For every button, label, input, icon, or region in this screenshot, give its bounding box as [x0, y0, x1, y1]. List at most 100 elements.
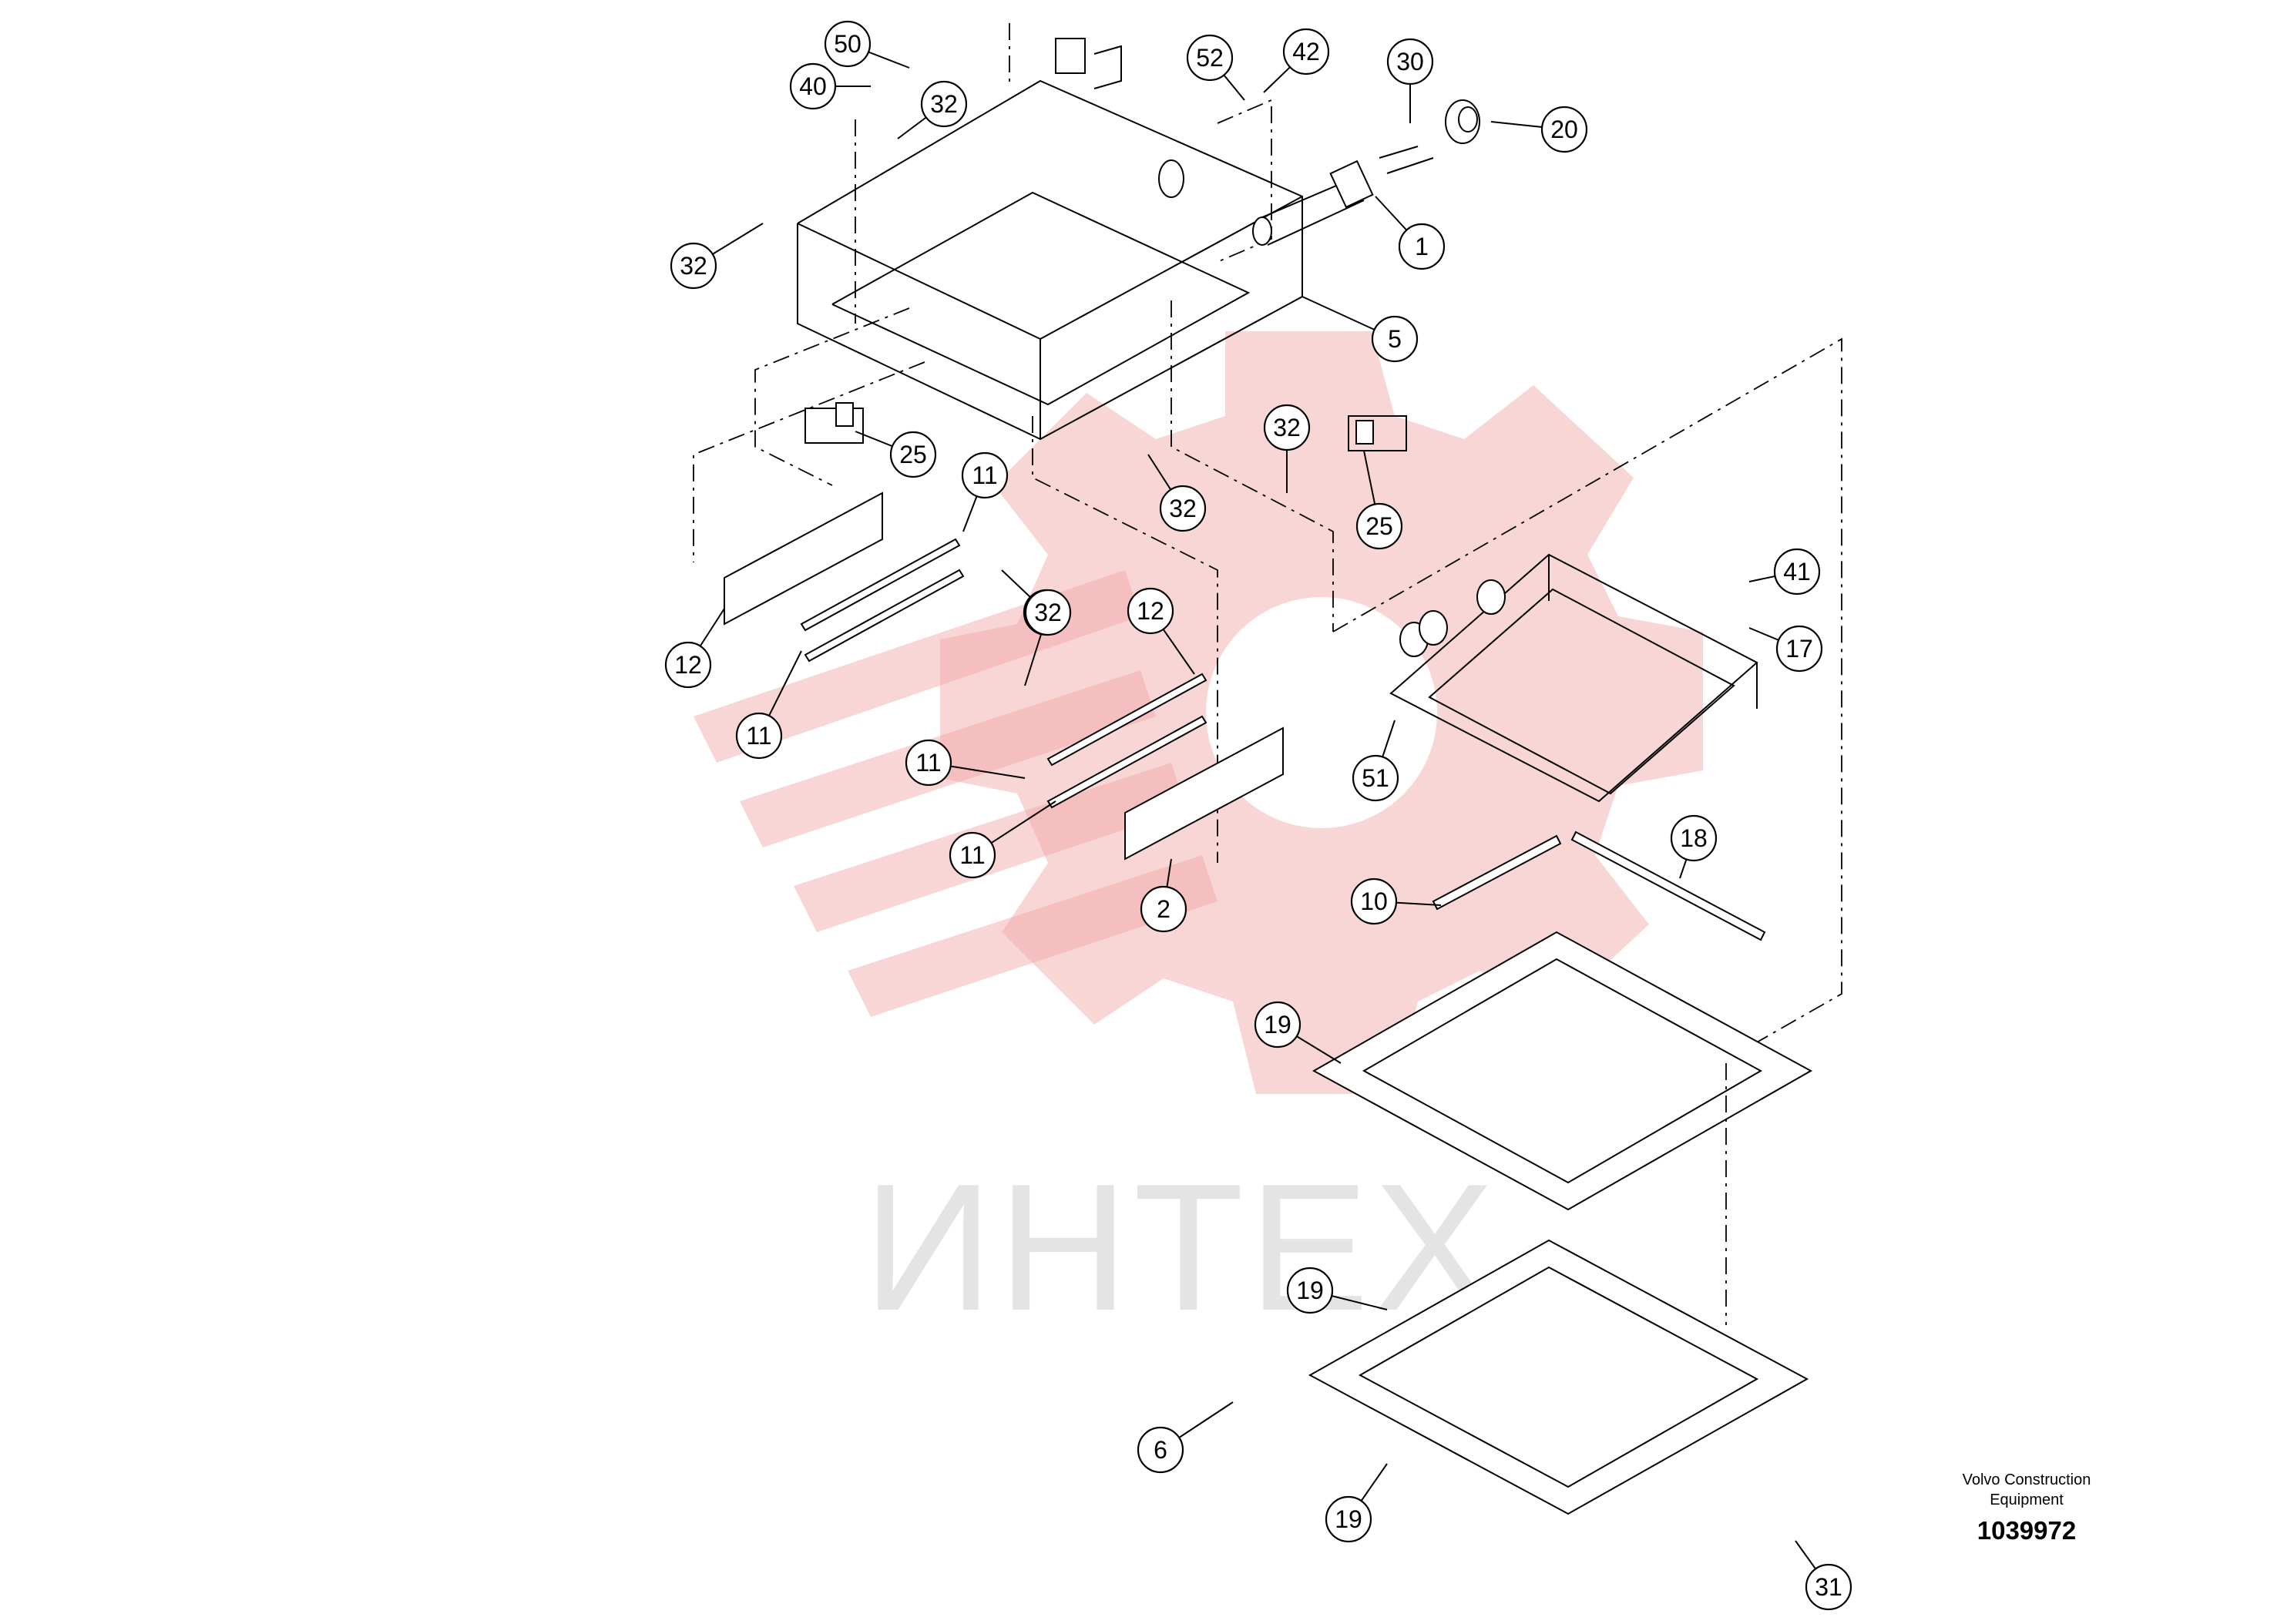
callout-25: 25: [855, 431, 937, 478]
connector-part-1: [1252, 146, 1434, 246]
callout-circle: [1352, 754, 1399, 802]
callout-circle: [1254, 1001, 1302, 1049]
bracket-guide-line: [1332, 337, 1842, 1056]
callout-circle: [1670, 814, 1718, 862]
callout-18: 18: [1670, 814, 1718, 879]
callout-11: 11: [905, 739, 1026, 787]
callout-number: 19: [1335, 1505, 1362, 1533]
callout-20: 20: [1490, 106, 1588, 153]
callout-31: 31: [1795, 1540, 1852, 1611]
callout-19: 19: [1325, 1463, 1388, 1543]
callout-number: 42: [1292, 38, 1320, 65]
plate-part-12-right: [1124, 726, 1284, 861]
callout-circle: [1398, 223, 1446, 270]
strip-part-11: [800, 538, 1207, 809]
callout-40: 40: [789, 62, 871, 110]
rail-part-17: [1570, 830, 1766, 941]
brand-label: Volvo Construction Equipment: [1934, 1470, 2119, 1510]
callout-circle: [670, 242, 717, 290]
callout-1: 1: [1375, 196, 1446, 270]
callout-11: 11: [735, 650, 802, 760]
callout-number: 19: [1264, 1011, 1291, 1038]
callout-circle: [1775, 625, 1823, 673]
callout-circle: [920, 80, 968, 128]
callout-32: 32: [1024, 589, 1072, 686]
callout-number: 11: [746, 722, 771, 750]
callout-number: 51: [1362, 764, 1389, 792]
brand-line-1: Volvo Construction: [1962, 1471, 2091, 1488]
callout-42: 42: [1263, 28, 1330, 93]
callout-number: 25: [1365, 512, 1393, 540]
callout-number: 18: [1680, 824, 1708, 852]
callout-circle: [1186, 34, 1234, 82]
callout-circle: [961, 451, 1009, 499]
callout-32: 32: [1263, 404, 1311, 493]
callout-5: 5: [1302, 296, 1419, 363]
watermark-text: ИНТЕХ: [863, 1146, 1500, 1348]
callout-11: 11: [949, 800, 1056, 879]
callout-circle: [905, 739, 952, 787]
callout-circle: [1371, 315, 1419, 363]
callout-number: 1: [1415, 233, 1429, 260]
callout-number: 11: [972, 461, 997, 489]
callout-number: 12: [674, 651, 702, 679]
callout-circle: [1286, 1267, 1334, 1314]
cover-part-6: [1308, 1239, 1809, 1515]
callout-number: 52: [1196, 44, 1224, 72]
callout-number: 32: [680, 252, 707, 280]
callout-6: 6: [1137, 1401, 1234, 1474]
callout-layer: 5040325242302013252532253211321211321112…: [664, 20, 1852, 1611]
callout-number: 50: [834, 30, 862, 58]
callout-51: 51: [1352, 720, 1399, 802]
gasket-part-10: [1312, 931, 1813, 1211]
callout-41: 41: [1748, 548, 1821, 596]
callout-number: 6: [1154, 1436, 1167, 1464]
bracket-part-2: [1389, 553, 1758, 803]
callout-circle: [1140, 885, 1187, 933]
callout-32: 32: [897, 80, 968, 139]
callout-circle: [1159, 485, 1207, 532]
callout-number: 41: [1783, 558, 1811, 586]
callout-number: 32: [1273, 414, 1301, 441]
callout-number: 30: [1396, 48, 1424, 75]
rail-part-18: [1432, 834, 1562, 911]
callout-number: 5: [1388, 325, 1402, 353]
callout-52: 52: [1186, 34, 1245, 101]
plate-part-12-left: [724, 492, 883, 626]
callout-10: 10: [1350, 877, 1442, 925]
callout-number: 25: [899, 441, 927, 468]
callout-circle: [1282, 28, 1330, 75]
callout-circle: [1137, 1426, 1184, 1474]
brand-line-2: Equipment: [1990, 1491, 2064, 1508]
callout-number: 12: [1137, 597, 1164, 625]
callout-number: 19: [1296, 1277, 1324, 1304]
callout-17: 17: [1748, 625, 1823, 673]
callout-12: 12: [664, 608, 725, 689]
cap-part-20: [1445, 99, 1480, 144]
callout-number: 32: [1169, 495, 1197, 522]
callout-30: 30: [1386, 38, 1434, 123]
callout-circle: [735, 712, 783, 760]
clip-part-25-left: [804, 402, 864, 444]
document-number: 1039972: [1977, 1516, 2077, 1545]
callout-number: 10: [1360, 887, 1388, 915]
callout-circle: [1773, 548, 1821, 596]
callout-number: 17: [1785, 635, 1813, 663]
callout-number: 20: [1550, 116, 1578, 143]
callout-circle: [1263, 404, 1311, 451]
callout-circle: [1127, 587, 1174, 635]
callout-number: 2: [1157, 895, 1171, 923]
callout-number: 11: [915, 749, 941, 777]
callout-32: 32: [670, 223, 764, 290]
callout-12: 12: [1127, 587, 1195, 675]
callout-circle: [664, 641, 712, 689]
clip-part-25-right: [1348, 415, 1407, 451]
callout-circle: [824, 20, 872, 68]
callout-25: 25: [1355, 450, 1403, 550]
callout-11: 11: [961, 451, 1009, 532]
callout-50: 50: [824, 20, 910, 69]
callout-19: 19: [1254, 1001, 1342, 1064]
callout-circle: [1805, 1563, 1852, 1611]
housing-part-5: [693, 23, 1334, 863]
